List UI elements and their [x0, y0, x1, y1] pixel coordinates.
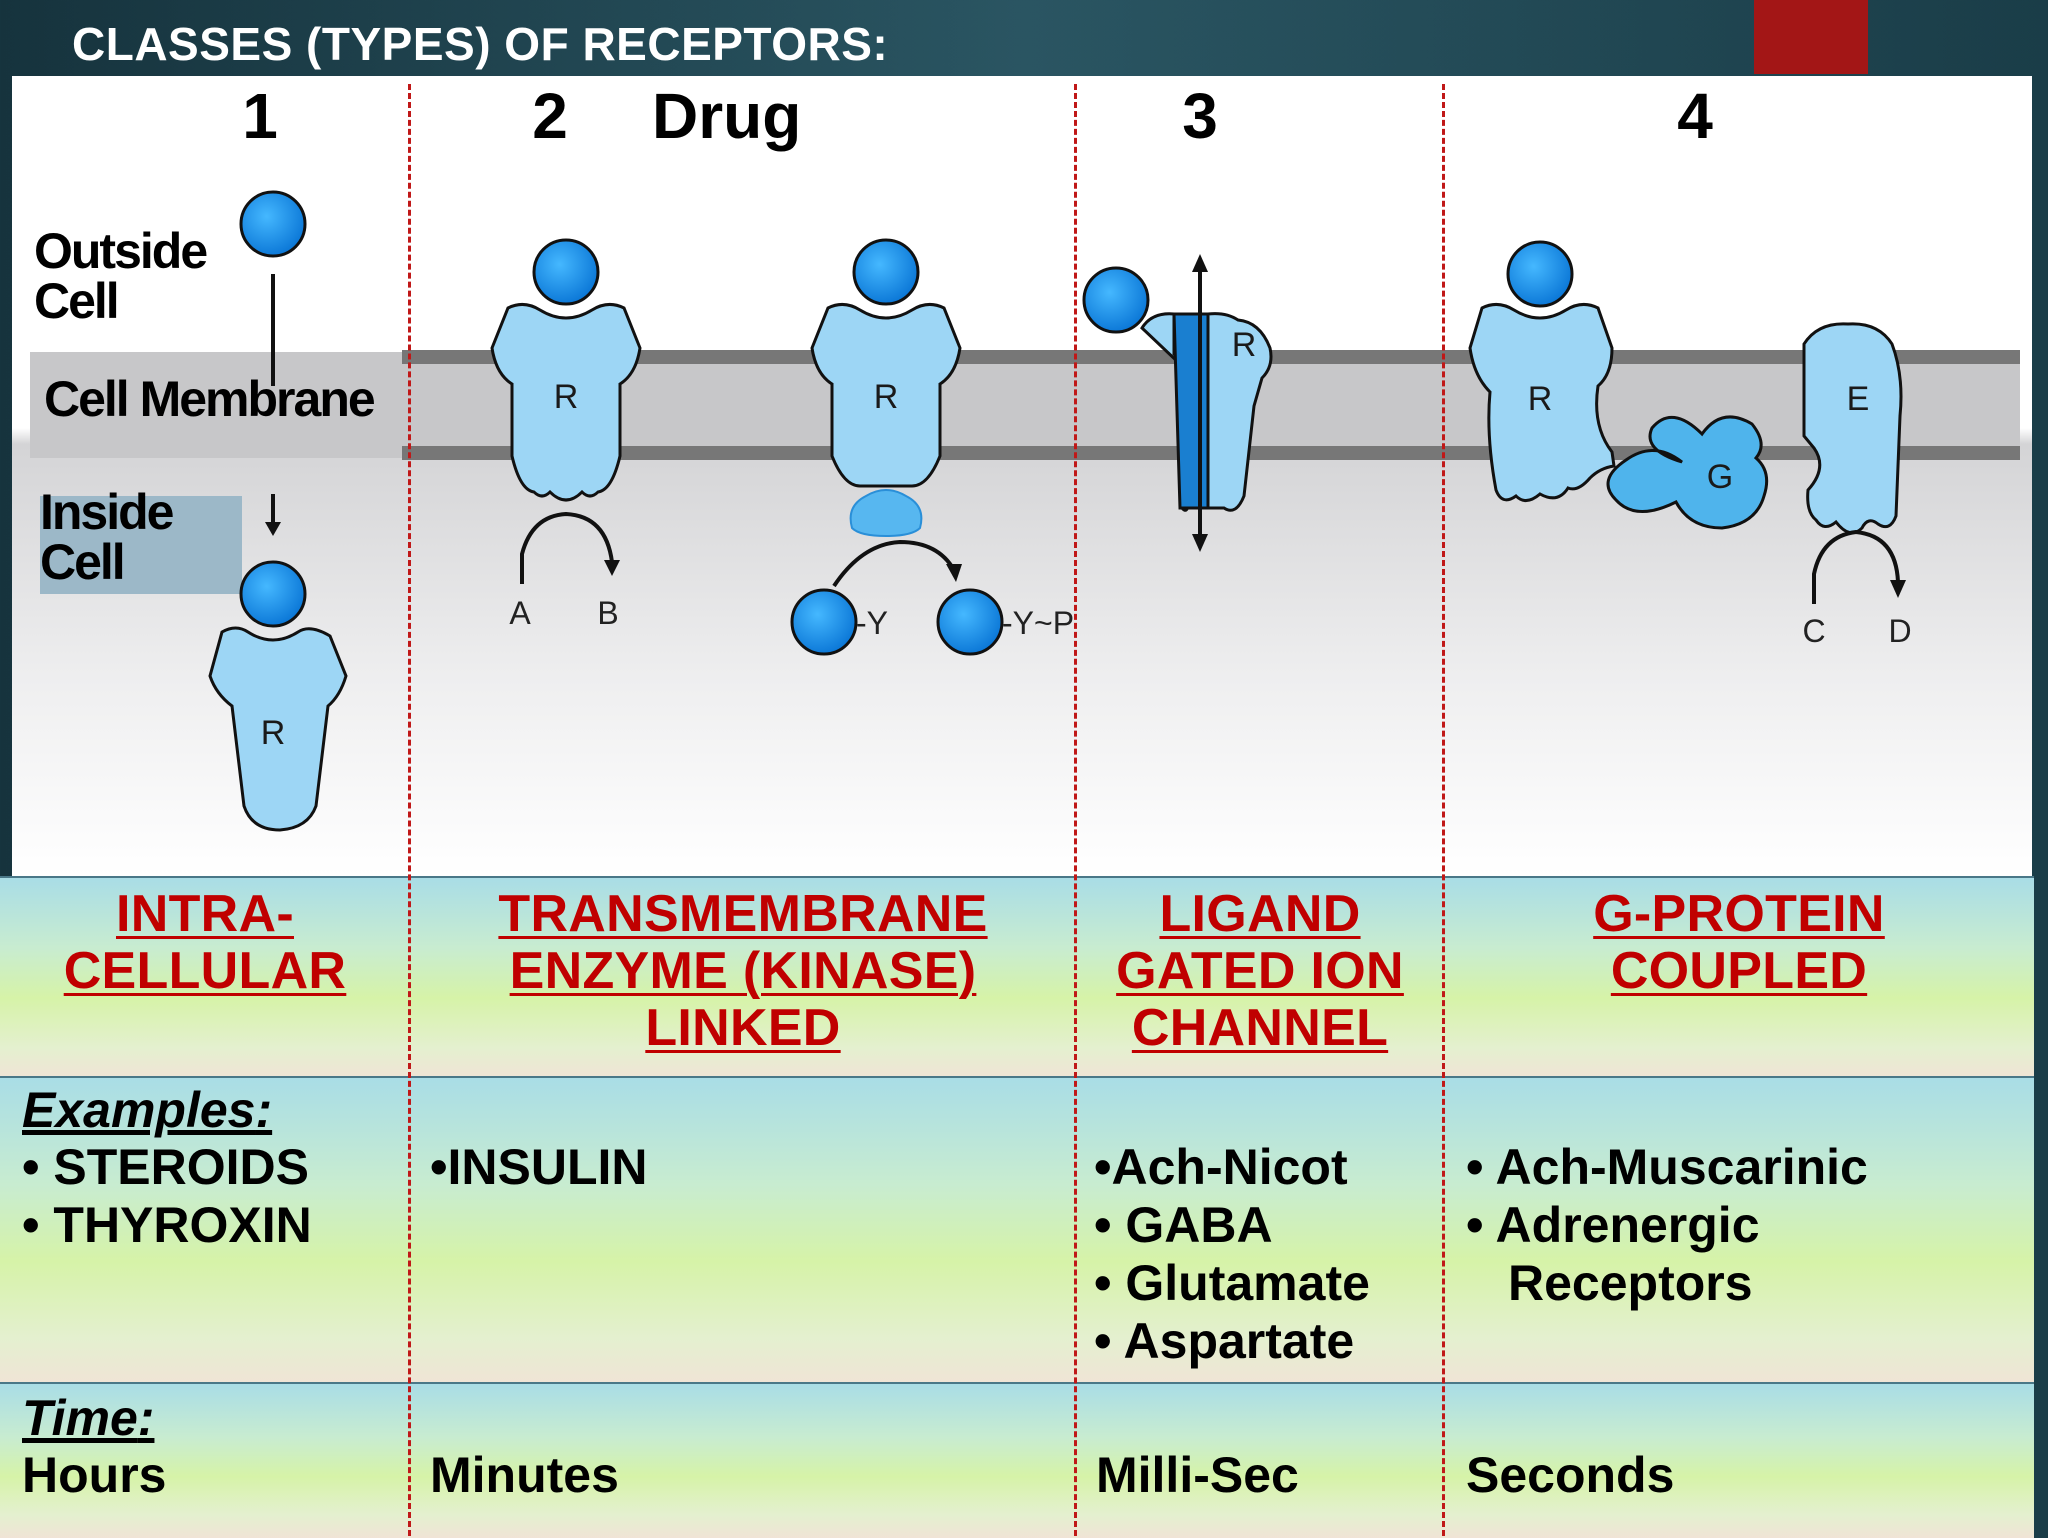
substrate-a: A [509, 595, 531, 631]
column-divider [1442, 84, 1445, 1536]
class-header-row: INTRA- CELLULAR TRANSMEMBRANE ENZYME (KI… [0, 876, 2034, 1078]
class-number-3: 3 [1182, 80, 1218, 152]
receptor-letter: R [1528, 380, 1553, 418]
arrowhead [1890, 580, 1906, 598]
receptor-letter: R [874, 378, 899, 416]
column-divider [408, 84, 411, 1536]
examples-cell-intracellular: Examples: • STEROIDS • THYROXIN [22, 1082, 412, 1254]
header-line: CELLULAR [63, 942, 347, 1000]
reaction-arrow [1812, 529, 1900, 604]
slide-title: CLASSES (TYPES) OF RECEPTORS: [72, 18, 889, 70]
substrate-ball [790, 588, 858, 656]
header-line: LINKED [645, 999, 841, 1057]
arrowhead [604, 560, 620, 576]
class-number-4: 4 [1677, 80, 1713, 152]
example-item: • Aspartate [1094, 1313, 1355, 1369]
example-item: • GABA [1094, 1197, 1273, 1253]
accent-block [1754, 0, 1868, 74]
header-line: TRANSMEMBRANE [498, 885, 988, 943]
substrate-d: D [1888, 613, 1911, 649]
effector-enzyme [1802, 322, 1903, 535]
g-protein-letter: G [1707, 458, 1733, 496]
ligand-ball [239, 560, 307, 628]
ligand-ball [1082, 266, 1150, 334]
time-label: Time: [22, 1390, 155, 1446]
receptor-diagram: 1 2 Drug 3 4 Outside Cell Cell Membrane … [12, 76, 2032, 876]
time-value: Milli-Sec [1096, 1447, 1299, 1503]
gpcr-receptor [1468, 303, 1616, 502]
reaction-arrow [520, 511, 614, 584]
examples-cell-ion-channel: •Ach-Nicot • GABA • Glutamate • Aspartat… [1094, 1138, 1442, 1370]
header-line: INTRA- [116, 885, 294, 943]
substrate-b: B [597, 595, 618, 631]
kinase-receptor [810, 303, 962, 488]
receptor-letter: R [1232, 326, 1257, 364]
header-line: GATED ION [1116, 942, 1404, 1000]
product-y-p: -Y~P [1002, 605, 1074, 641]
column-divider [1074, 84, 1077, 1536]
inside-cell-box [40, 496, 242, 594]
class-header-ion-channel: LIGAND GATED ION CHANNEL [1076, 878, 1444, 1057]
example-item: • STEROIDS [22, 1139, 309, 1195]
g-protein [1606, 415, 1769, 530]
cell-membrane-label: Cell Membrane [44, 371, 375, 427]
phosphorylation-arrow [832, 539, 956, 588]
example-item: •INSULIN [430, 1139, 648, 1195]
arrowhead [1192, 254, 1208, 272]
intracellular-receptor [208, 626, 348, 832]
outside-cell-label-1: Outside [34, 223, 207, 279]
ligand-ball [1506, 240, 1574, 308]
channel-subunit-right [1206, 312, 1273, 512]
effector-letter: E [1847, 380, 1870, 418]
examples-cell-g-protein: • Ach-Muscarinic • Adrenergic Receptors [1466, 1138, 2026, 1312]
class-header-kinase: TRANSMEMBRANE ENZYME (KINASE) LINKED [410, 878, 1076, 1057]
example-item: • THYROXIN [22, 1197, 312, 1253]
example-item: • Adrenergic [1466, 1197, 1760, 1253]
example-item: Receptors [1508, 1255, 1753, 1311]
class-header-g-protein: G-PROTEIN COUPLED [1444, 878, 2034, 1000]
inside-cell-label-2: Cell [40, 534, 124, 590]
time-value: Seconds [1466, 1447, 1675, 1503]
example-item: • Ach-Muscarinic [1466, 1139, 1868, 1195]
time-cell-intracellular: Time: Hours [22, 1390, 412, 1504]
header-line: ENZYME (KINASE) [509, 942, 977, 1000]
substrate-y: -Y [856, 605, 888, 641]
arrowhead [265, 522, 281, 536]
receptor-letter: R [554, 378, 579, 416]
header-line: LIGAND [1159, 885, 1361, 943]
kinase-domain [849, 489, 923, 538]
time-value: Hours [22, 1447, 167, 1503]
kinase-receptor [490, 303, 642, 502]
receptor-classes-table: INTRA- CELLULAR TRANSMEMBRANE ENZYME (KI… [0, 876, 2034, 1538]
ligand-ball [852, 238, 920, 306]
examples-label: Examples: [22, 1082, 273, 1138]
header-line: COUPLED [1610, 942, 1868, 1000]
time-value: Minutes [430, 1447, 619, 1503]
ion-pore [1172, 312, 1210, 510]
drug-label: Drug [652, 80, 801, 152]
example-item: • Glutamate [1094, 1255, 1370, 1311]
arrowhead [946, 564, 962, 582]
examples-cell-kinase: •INSULIN [430, 1138, 1070, 1196]
ligand-ball [239, 190, 307, 258]
header-line: G-PROTEIN [1593, 885, 1885, 943]
arrowhead [1192, 534, 1208, 552]
inside-cell-label-1: Inside [40, 484, 174, 540]
class-number-2: 2 [532, 80, 568, 152]
class-header-intracellular: INTRA- CELLULAR [0, 878, 410, 1000]
product-ball [936, 588, 1004, 656]
ligand-ball [532, 238, 600, 306]
example-item: •Ach-Nicot [1094, 1139, 1348, 1195]
substrate-c: C [1802, 613, 1825, 649]
class-number-1: 1 [242, 80, 278, 152]
time-row: Time: Hours Minutes Milli-Sec Seconds [0, 1382, 2034, 1538]
header-line: CHANNEL [1131, 999, 1389, 1057]
outside-cell-label-2: Cell [34, 273, 118, 329]
examples-row: Examples: • STEROIDS • THYROXIN •INSULIN… [0, 1076, 2034, 1384]
receptor-letter: R [261, 714, 286, 752]
